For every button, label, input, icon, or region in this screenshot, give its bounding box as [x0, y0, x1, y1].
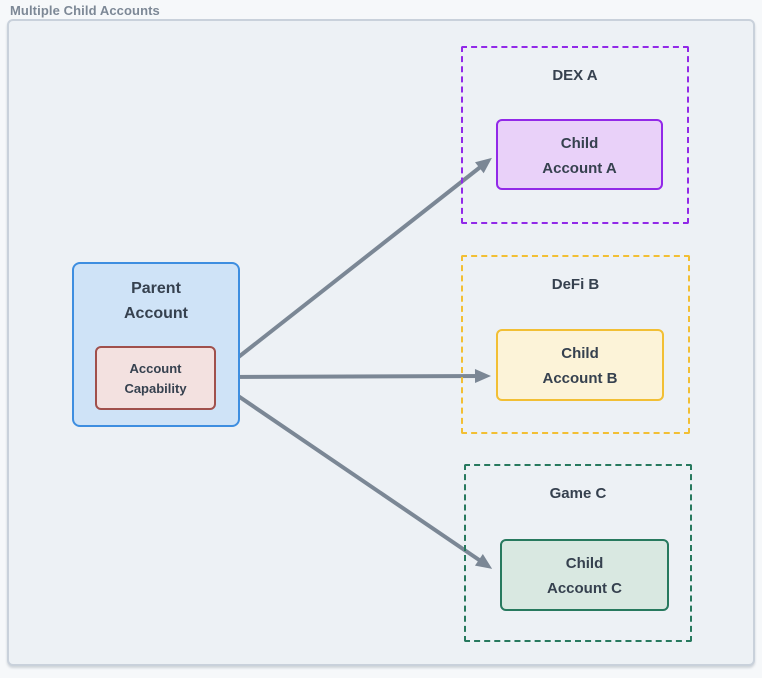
account-capability-node: Account Capability: [95, 346, 216, 410]
parent-account-label: Parent Account: [74, 264, 238, 326]
diagram-canvas: Parent Account Account Capability DEX A …: [7, 19, 755, 666]
account-capability-label-line1: Account: [129, 361, 182, 376]
zone-dex-a-label: DEX A: [552, 67, 598, 84]
arrow-parent-to-child-b: [221, 369, 491, 384]
arrow-parent-to-child-a: [220, 157, 492, 372]
parent-account-label-line2: Account: [124, 305, 188, 322]
child-account-b-label-line2: Account B: [542, 370, 618, 387]
zone-game-c: Game C Child Account C: [464, 464, 692, 642]
child-account-c-label-line1: Child: [565, 555, 604, 572]
child-account-b-node: Child Account B: [496, 329, 664, 401]
arrow-parent-to-child-c: [220, 383, 493, 569]
zone-defi-b-label: DeFi B: [551, 276, 600, 293]
child-account-b-label-line1: Child: [561, 345, 599, 362]
child-account-a-label: Child Account A: [498, 121, 661, 181]
child-account-a-node: Child Account A: [496, 119, 663, 190]
child-account-a-label-line1: Child: [560, 135, 599, 152]
child-account-c-label: Child Account C: [502, 541, 667, 601]
zone-dex-a: DEX A Child Account A: [461, 46, 689, 224]
child-account-c-label-line2: Account C: [547, 580, 622, 597]
diagram-title: Multiple Child Accounts: [10, 3, 160, 18]
zone-game-c-label: Game C: [549, 485, 607, 502]
parent-account-label-line1: Parent: [131, 280, 181, 297]
account-capability-label-line2: Capability: [124, 381, 187, 396]
zone-defi-b: DeFi B Child Account B: [461, 255, 690, 434]
child-account-b-label: Child Account B: [498, 331, 662, 391]
child-account-a-label-line2: Account A: [542, 160, 617, 177]
child-account-c-node: Child Account C: [500, 539, 669, 611]
parent-account-node: Parent Account Account Capability: [72, 262, 240, 427]
account-capability-label: Account Capability: [97, 348, 214, 399]
